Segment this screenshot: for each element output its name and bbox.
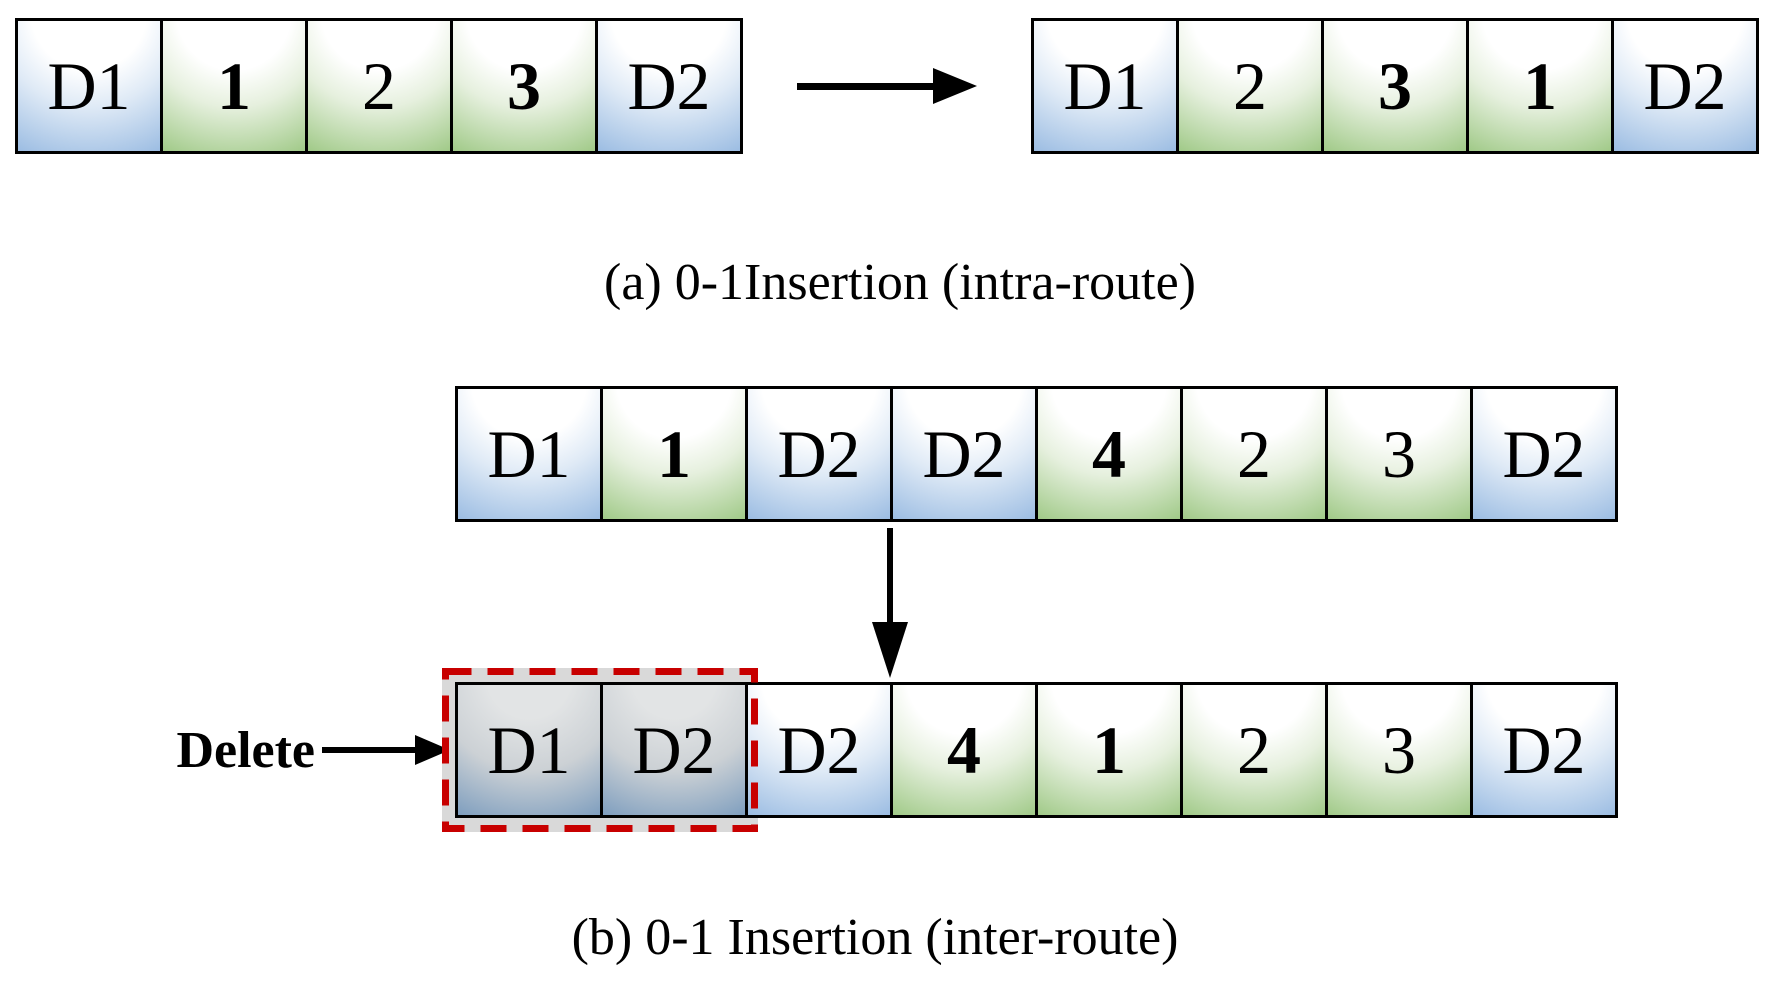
sequence-a-before: D1 1 2 3 D2 — [15, 18, 743, 154]
sequence-cell: 3 — [1321, 18, 1469, 154]
sequence-b-after: D1 D2 D2 4 1 2 3 D2 — [455, 682, 1618, 818]
sequence-cell: 1 — [1466, 18, 1614, 154]
down-arrow-icon — [872, 528, 908, 678]
sequence-cell: 4 — [890, 682, 1038, 818]
sequence-cell: D1 — [1031, 18, 1179, 154]
delete-arrow-icon — [322, 735, 450, 765]
sequence-b-before: D1 1 D2 D2 4 2 3 D2 — [455, 386, 1618, 522]
sequence-cell: 2 — [1176, 18, 1324, 154]
caption-panel-a: (a) 0-1Insertion (intra-route) — [604, 254, 1196, 311]
sequence-cell: 3 — [1325, 386, 1473, 522]
sequence-cell: D2 — [1470, 386, 1618, 522]
sequence-cell: 1 — [1035, 682, 1183, 818]
deleted-region-dashed-border — [442, 668, 758, 832]
sequence-cell: 1 — [160, 18, 308, 154]
caption-panel-b: (b) 0-1 Insertion (inter-route) — [571, 909, 1179, 966]
sequence-cell: D1 — [455, 682, 603, 818]
sequence-cell: D2 — [745, 386, 893, 522]
sequence-a-after: D1 2 3 1 D2 — [1031, 18, 1759, 154]
sequence-cell: D2 — [745, 682, 893, 818]
sequence-cell: D1 — [455, 386, 603, 522]
right-arrow-icon — [797, 68, 977, 104]
sequence-cell: 2 — [305, 18, 453, 154]
sequence-cell: D2 — [1470, 682, 1618, 818]
sequence-cell: 3 — [450, 18, 598, 154]
sequence-cell: D2 — [890, 386, 1038, 522]
delete-label: Delete — [176, 722, 315, 779]
sequence-cell: D1 — [15, 18, 163, 154]
sequence-cell: D2 — [1611, 18, 1759, 154]
sequence-cell: 1 — [600, 386, 748, 522]
sequence-cell: 2 — [1180, 386, 1328, 522]
sequence-cell: 2 — [1180, 682, 1328, 818]
sequence-cell: 4 — [1035, 386, 1183, 522]
sequence-cell: 3 — [1325, 682, 1473, 818]
sequence-cell: D2 — [595, 18, 743, 154]
